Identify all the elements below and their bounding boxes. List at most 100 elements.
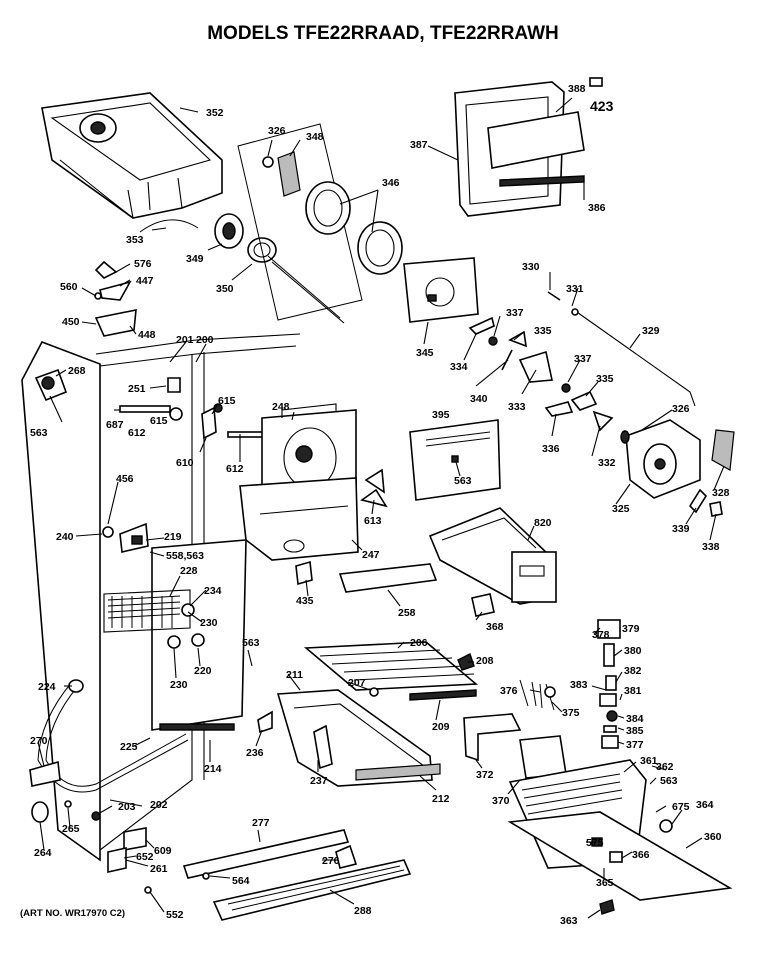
motor-bracket — [711, 429, 735, 471]
part-label-340: 340 — [470, 393, 488, 405]
part-label-207: 207 — [348, 677, 366, 689]
part-label-613: 613 — [364, 515, 382, 527]
toe-grille — [212, 859, 412, 921]
shelf-clip — [457, 653, 475, 671]
air-duct — [239, 477, 359, 561]
part-label-234: 234 — [204, 585, 222, 597]
condenser-tube — [37, 679, 189, 793]
ice-crusher-housings — [305, 181, 403, 275]
tube-clamp — [29, 760, 61, 787]
part-label-264: 264 — [34, 847, 52, 859]
part-label-395: 395 — [432, 409, 450, 421]
part-label-236: 236 — [246, 747, 264, 759]
drawer-rail — [182, 829, 350, 879]
part-label-325: 325 — [612, 503, 630, 515]
part-label-349: 349 — [186, 253, 204, 265]
part-label-378: 378 — [592, 629, 610, 641]
leader-lines — [37, 97, 725, 919]
rail-screw — [202, 872, 210, 880]
part-label-385: 385 — [626, 725, 644, 737]
part-label-382: 382 — [624, 665, 642, 677]
part-label-265: 265 — [62, 823, 80, 835]
part-label-230-bottom: 230 — [170, 679, 188, 691]
part-label-552: 552 — [166, 909, 184, 921]
part-label-332: 332 — [598, 457, 616, 469]
part-label-675: 675 — [672, 801, 690, 813]
part-label-208: 208 — [476, 655, 494, 667]
part-label-330: 330 — [522, 261, 540, 273]
part-label-352: 352 — [206, 107, 224, 119]
part-label-220: 220 — [194, 665, 212, 677]
part-labels: 352 326 348 346 387 388 423 386 353 349 … — [30, 83, 730, 927]
part-label-202: 202 — [150, 799, 168, 811]
light-socket — [34, 368, 68, 423]
art-number: (ART NO. WR17970 C2) — [20, 908, 125, 919]
part-label-563-evap: 563 — [242, 637, 260, 649]
part-label-240: 240 — [56, 531, 74, 543]
part-label-366: 366 — [632, 849, 650, 861]
evaporator-coil — [103, 522, 247, 731]
part-label-448: 448 — [138, 329, 156, 341]
thermostat — [102, 526, 114, 538]
part-label-288: 288 — [354, 905, 372, 917]
bracket-screw — [688, 488, 708, 514]
part-label-251: 251 — [128, 383, 146, 395]
pan-stop — [257, 710, 273, 734]
base-parts — [31, 800, 152, 894]
part-label-377: 377 — [626, 739, 644, 751]
part-label-362: 362 — [656, 761, 674, 773]
part-label-345: 345 — [416, 347, 434, 359]
part-label-687: 687 — [106, 419, 124, 431]
part-label-348: 348 — [306, 131, 324, 143]
part-label-372: 372 — [476, 769, 494, 781]
washer — [262, 156, 274, 168]
part-label-361: 361 — [640, 755, 658, 767]
part-label-337-top: 337 — [506, 307, 524, 319]
part-label-376: 376 — [500, 685, 518, 697]
part-label-203: 203 — [118, 801, 136, 813]
part-label-261: 261 — [150, 863, 168, 875]
dispenser-outline — [237, 123, 363, 321]
shelf-trim — [409, 689, 477, 701]
part-label-435: 435 — [296, 595, 314, 607]
part-label-560: 560 — [60, 281, 78, 293]
part-label-228: 228 — [180, 565, 198, 577]
part-label-212: 212 — [432, 793, 450, 805]
part-label-326: 326 — [268, 125, 286, 137]
auger-motor — [620, 419, 701, 499]
part-label-247: 247 — [362, 549, 380, 561]
part-label-201: 201 — [176, 334, 194, 346]
spring — [547, 291, 561, 301]
ice-maker — [428, 507, 557, 605]
part-label-334: 334 — [450, 361, 468, 373]
part-label-363: 363 — [560, 915, 578, 927]
part-label-615-top: 615 — [218, 395, 236, 407]
part-label-214: 214 — [204, 763, 222, 775]
part-label-384: 384 — [626, 713, 644, 725]
part-label-336: 336 — [542, 443, 560, 455]
part-label-386: 386 — [588, 202, 606, 214]
frame-hardware — [119, 377, 269, 440]
dispenser-arm — [277, 151, 301, 197]
part-label-237: 237 — [310, 775, 328, 787]
fan-blade — [360, 468, 388, 508]
part-label-456: 456 — [116, 473, 134, 485]
part-label-563-left: 563 — [30, 427, 48, 439]
rod-end — [571, 308, 579, 316]
diagram-title: MODELS TFE22RRAAD, TFE22RRAWH — [207, 23, 559, 44]
part-label-350: 350 — [216, 283, 234, 295]
part-label-353: 353 — [126, 234, 144, 246]
part-label-339: 339 — [672, 523, 690, 535]
part-label-576: 576 — [134, 258, 152, 270]
part-label-381: 381 — [624, 685, 642, 697]
door-bumper — [589, 77, 603, 87]
grommet — [599, 899, 615, 915]
part-label-277: 277 — [252, 817, 270, 829]
part-label-346: 346 — [382, 177, 400, 189]
part-label-328: 328 — [712, 487, 730, 499]
drawer-pan — [276, 689, 441, 787]
part-label-331: 331 — [566, 283, 584, 295]
part-label-365: 365 — [596, 877, 614, 889]
cover-bracket — [463, 713, 522, 762]
